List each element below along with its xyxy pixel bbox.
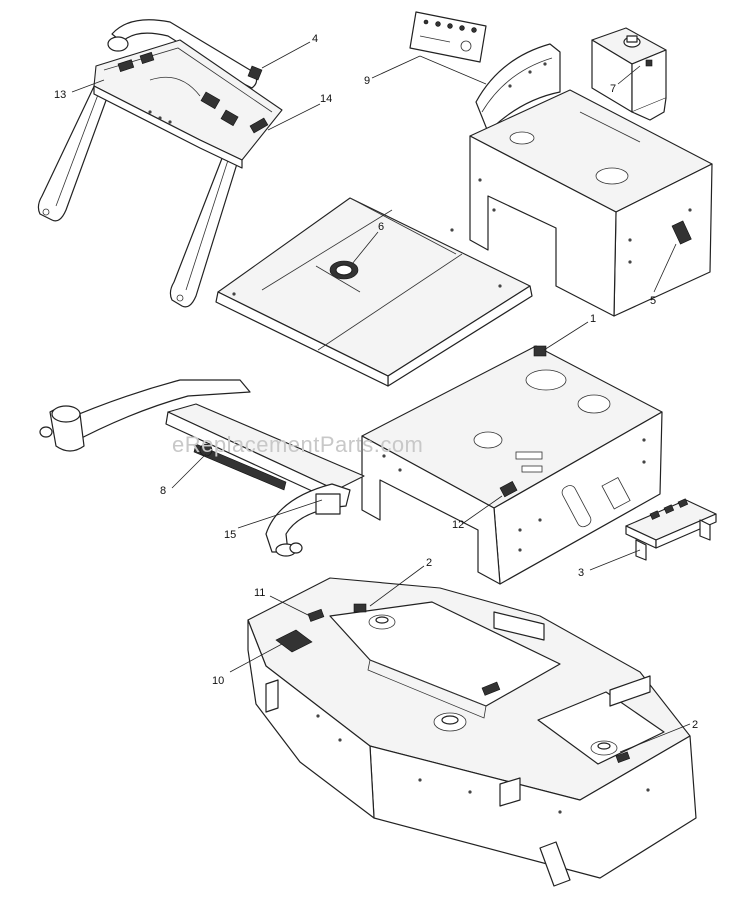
callout-9: 9	[364, 75, 370, 87]
callout-12: 12	[452, 519, 464, 531]
callout-4: 4	[312, 33, 318, 45]
leader-lines	[71, 41, 691, 753]
callout-5: 5	[650, 295, 656, 307]
callout-13: 13	[54, 89, 66, 101]
fuel-tank	[591, 27, 667, 121]
callout-labels: 13 4 14 9 7 6 5 1 8 15 12 3 2 11 10 2	[54, 33, 698, 731]
callout-1: 1	[590, 313, 596, 325]
handle-assembly	[37, 19, 283, 308]
cover-pan	[215, 197, 533, 387]
front-axle-assembly	[39, 379, 365, 557]
callout-14: 14	[320, 93, 332, 105]
callout-6: 6	[378, 221, 384, 233]
callout-2b: 2	[692, 719, 698, 731]
callout-15: 15	[224, 529, 236, 541]
watermark: eReplacementParts.com	[172, 432, 423, 457]
callout-8: 8	[160, 485, 166, 497]
decal-panel	[409, 11, 487, 63]
callout-2a: 2	[426, 557, 432, 569]
console-shroud	[469, 43, 713, 317]
drive-bracket	[625, 498, 717, 561]
callout-3: 3	[578, 567, 584, 579]
callout-10: 10	[212, 675, 224, 687]
callout-11: 11	[254, 587, 265, 599]
mower-deck	[247, 577, 697, 887]
main-frame	[361, 345, 663, 585]
callout-7: 7	[610, 83, 616, 95]
